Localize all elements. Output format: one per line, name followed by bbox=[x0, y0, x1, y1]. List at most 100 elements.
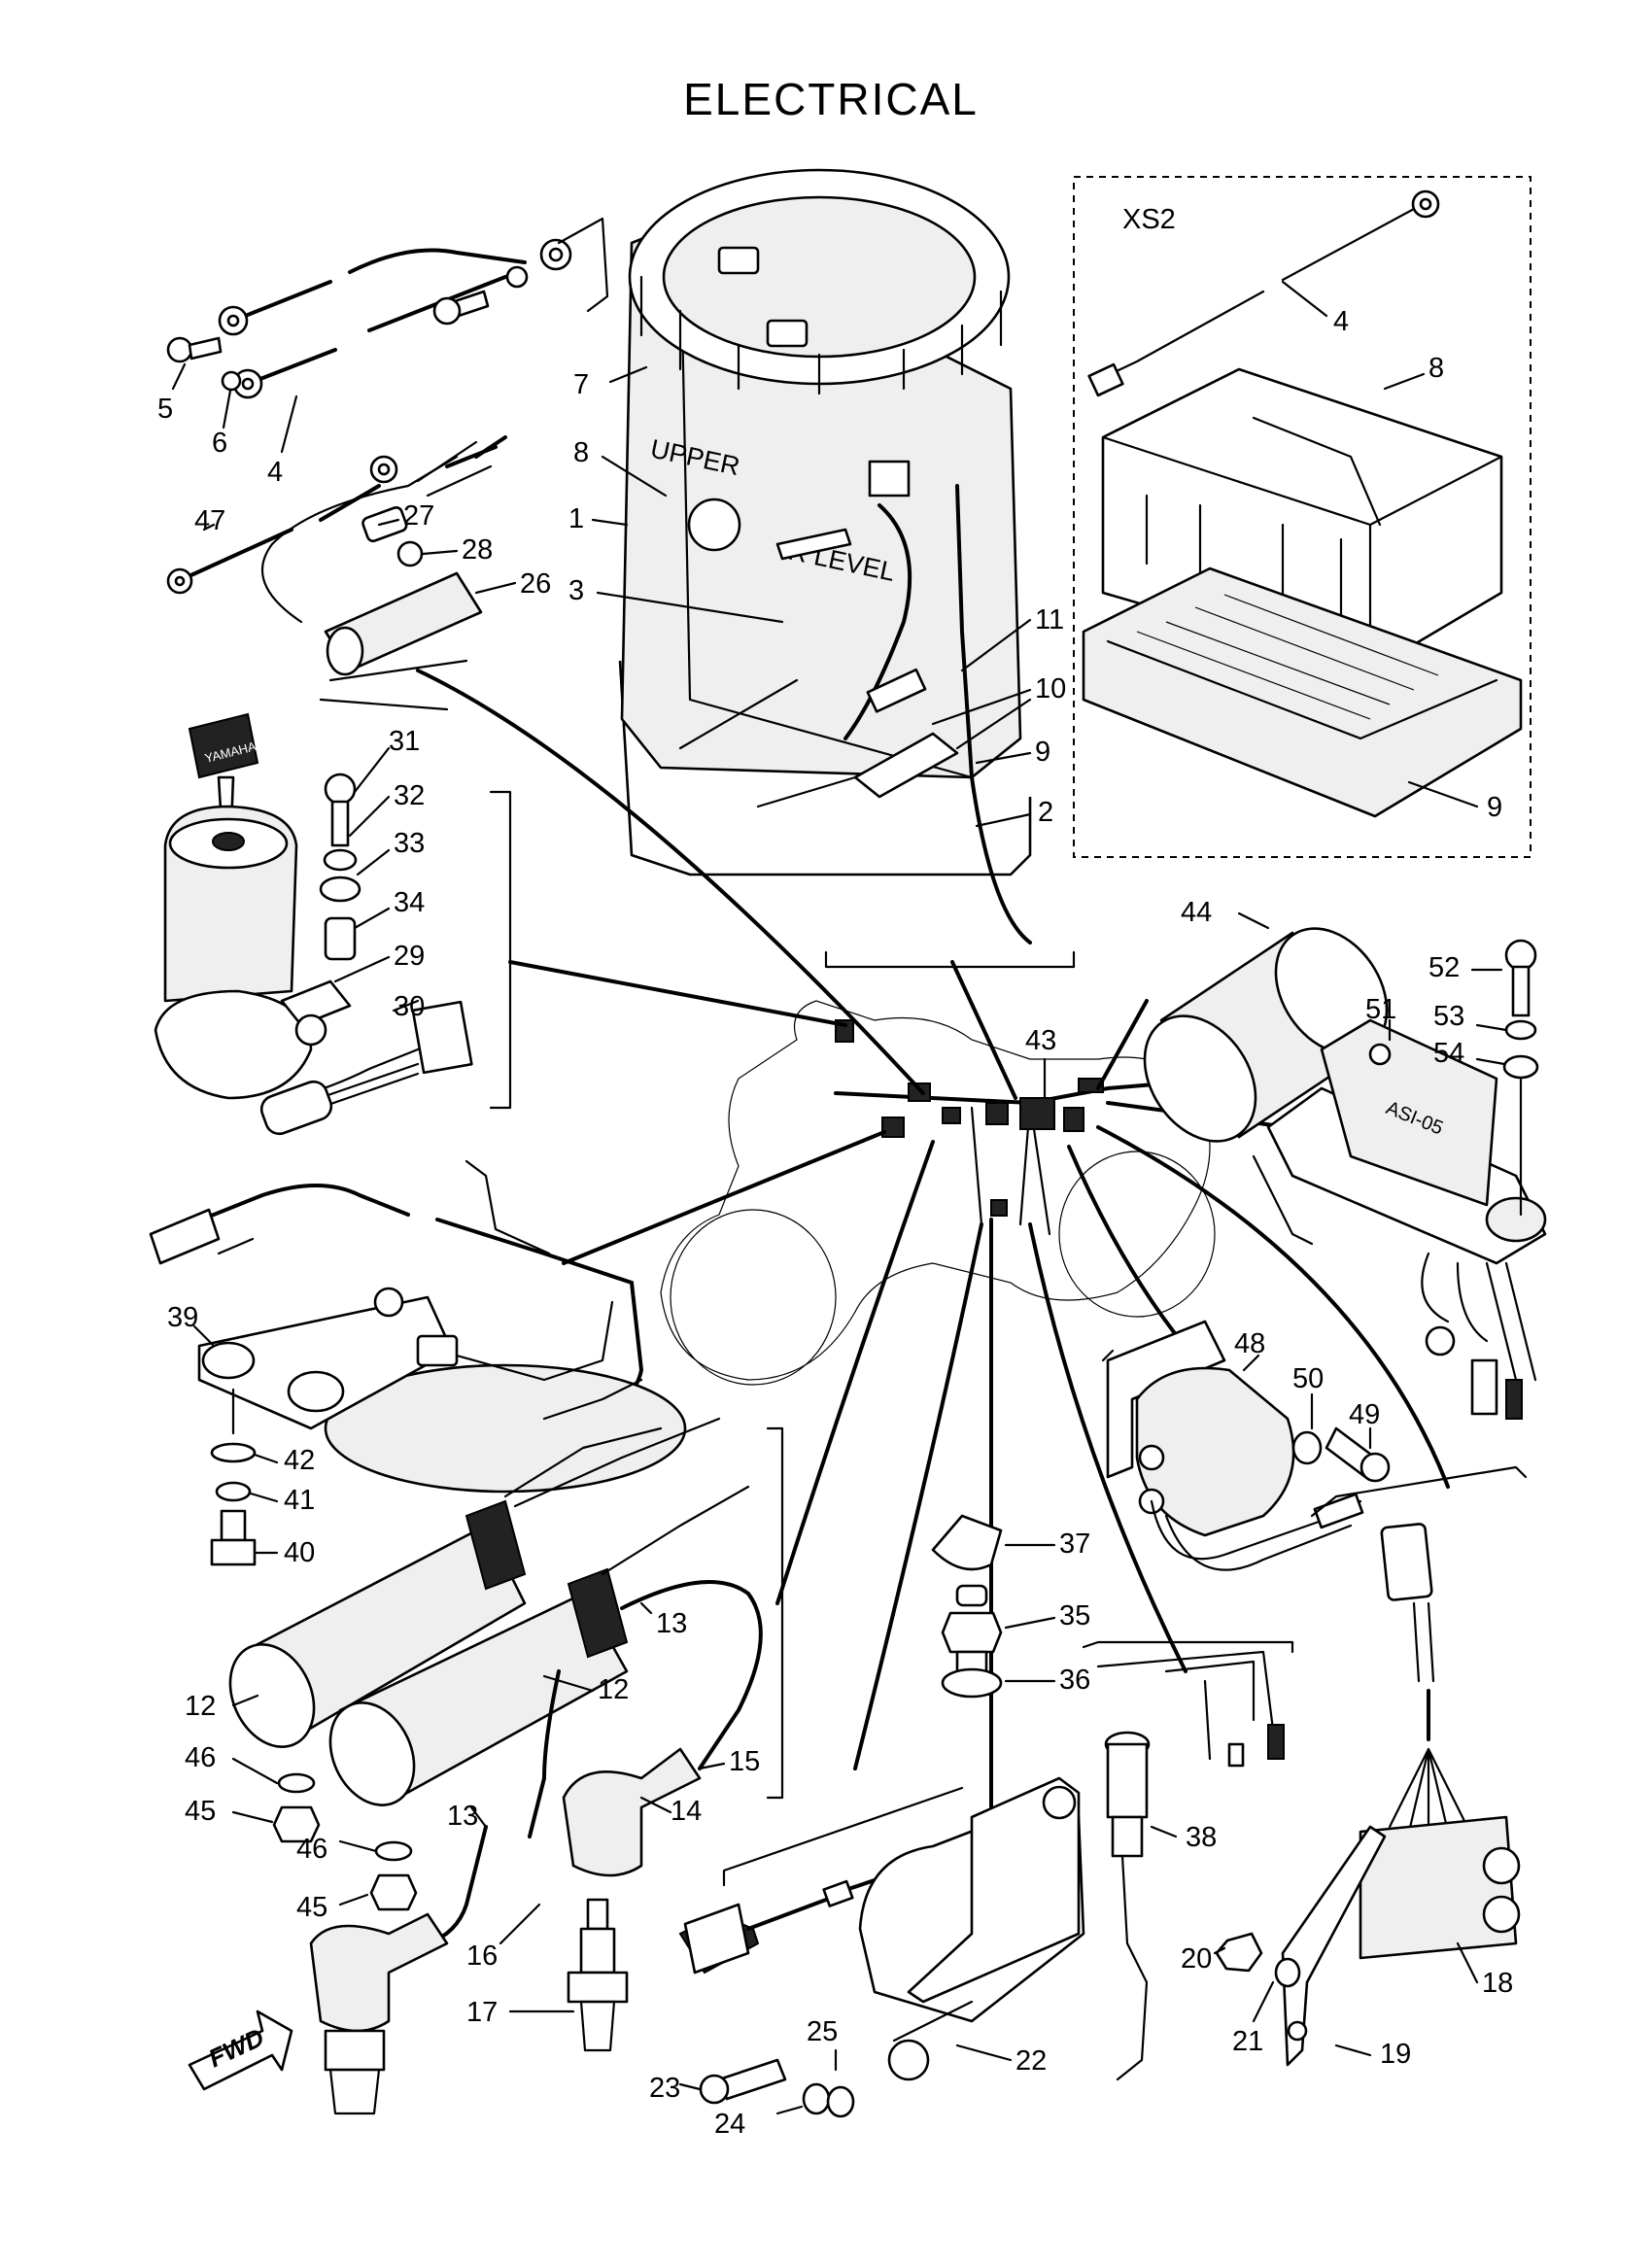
callout-24: 24 bbox=[714, 2109, 745, 2140]
callout-19: 19 bbox=[1380, 2039, 1411, 2070]
callout-40: 40 bbox=[284, 1537, 315, 1568]
neutral-switch-35 bbox=[941, 1611, 1003, 1654]
callout-9-xs2: 9 bbox=[1487, 792, 1502, 823]
relay-connector bbox=[683, 1903, 750, 1975]
washer-46 bbox=[277, 1772, 316, 1794]
washer-46-b bbox=[374, 1840, 413, 1862]
callout-31: 31 bbox=[389, 726, 420, 757]
battery-group: UPPER R LEVEL 7 8 1 3 11 10 9 2 bbox=[568, 168, 1066, 945]
wire-harness bbox=[834, 1082, 1168, 1106]
callout-35: 35 bbox=[1059, 1600, 1090, 1632]
nut-45-b bbox=[369, 1873, 418, 1911]
callout-4-xs2: 4 bbox=[1333, 306, 1349, 337]
switch-bracket-29 bbox=[280, 979, 352, 1027]
callout-45: 45 bbox=[185, 1796, 216, 1827]
callout-21: 21 bbox=[1232, 2026, 1263, 2057]
terminal-bolt bbox=[775, 528, 852, 561]
diagram-title: ELECTRICAL bbox=[683, 74, 979, 124]
callout-34: 34 bbox=[394, 887, 425, 918]
callout-38: 38 bbox=[1186, 1822, 1217, 1853]
washer-21 bbox=[1274, 1957, 1301, 1988]
battery-cables-group: 5 6 4 bbox=[157, 217, 609, 488]
battery-vent-tube bbox=[843, 503, 912, 740]
xs2-label: XS2 bbox=[1122, 204, 1176, 235]
callout-48: 48 bbox=[1234, 1328, 1265, 1359]
relay-bracket bbox=[1106, 1320, 1226, 1479]
fuse bbox=[866, 668, 927, 713]
bolt-5 bbox=[166, 336, 193, 363]
flasher-bracket-19 bbox=[1281, 1825, 1387, 2067]
callout-27: 27 bbox=[403, 500, 434, 532]
nut-20 bbox=[1215, 1932, 1263, 1973]
callout-8-xs2: 8 bbox=[1428, 353, 1444, 384]
washer-25 bbox=[826, 2085, 855, 2118]
callout-3: 3 bbox=[568, 575, 584, 606]
callout-49: 49 bbox=[1349, 1399, 1380, 1430]
washer-6 bbox=[221, 370, 242, 392]
washer-50 bbox=[1291, 1430, 1323, 1465]
relay-bracket-22 bbox=[907, 1776, 1081, 2004]
callout-32: 32 bbox=[394, 780, 425, 811]
callout-5: 5 bbox=[157, 394, 173, 425]
callout-6: 6 bbox=[212, 428, 227, 459]
callout-12-a: 12 bbox=[185, 1691, 216, 1722]
collar-34 bbox=[324, 916, 357, 961]
washer-6-upper bbox=[505, 265, 529, 289]
callout-46: 46 bbox=[185, 1742, 216, 1773]
bike-front-wheel bbox=[670, 1209, 837, 1386]
terminal-clamp bbox=[868, 460, 911, 498]
screw-23 bbox=[717, 2058, 787, 2101]
fwd-arrow-shape bbox=[188, 2009, 293, 2091]
callout-13-b: 13 bbox=[447, 1801, 478, 1832]
main-switch-cover bbox=[154, 989, 313, 1100]
callout-46-b: 46 bbox=[296, 1834, 327, 1865]
plug-cap-16 bbox=[309, 1912, 449, 2033]
callout-8: 8 bbox=[573, 437, 589, 468]
horn-39 bbox=[324, 1363, 687, 1494]
battery-positive-cable bbox=[246, 275, 507, 386]
callout-33: 33 bbox=[394, 828, 425, 859]
washer-24 bbox=[802, 2082, 831, 2115]
plug-cap-14 bbox=[562, 1747, 702, 1877]
callout-17: 17 bbox=[466, 1997, 498, 2028]
callout-42: 42 bbox=[284, 1445, 315, 1476]
washer-54 bbox=[1502, 1054, 1539, 1080]
starter-relay-group: 48 50 49 bbox=[1101, 1320, 1391, 1571]
callout-41: 41 bbox=[284, 1485, 315, 1516]
turn-relay-group: 23 24 25 22 bbox=[649, 1776, 1085, 2140]
callout-14: 14 bbox=[671, 1796, 702, 1827]
washer-33 bbox=[319, 876, 361, 903]
harness-connector-a bbox=[908, 1082, 931, 1102]
callout-28: 28 bbox=[462, 534, 493, 566]
callout-52: 52 bbox=[1428, 952, 1460, 983]
ignition-coil-group: 12 12 13 13 15 14 16 17 46 45 46 45 bbox=[185, 1417, 784, 2115]
callout-15: 15 bbox=[729, 1746, 760, 1777]
callout-37: 37 bbox=[1059, 1529, 1090, 1560]
high-tension-cord-13 bbox=[620, 1580, 763, 1770]
fuse-holder bbox=[853, 732, 959, 799]
callout-12-b: 12 bbox=[598, 1674, 629, 1705]
breather-tube bbox=[955, 484, 1032, 945]
callout-10: 10 bbox=[1035, 673, 1066, 704]
callout-11: 11 bbox=[1035, 604, 1064, 635]
callout-43: 43 bbox=[1025, 1025, 1056, 1056]
callout-7: 7 bbox=[573, 369, 589, 400]
callout-18: 18 bbox=[1482, 1968, 1513, 1999]
callout-16: 16 bbox=[466, 1941, 498, 1972]
callout-50: 50 bbox=[1292, 1363, 1324, 1394]
spark-plug-base bbox=[324, 2029, 386, 2072]
callout-4: 4 bbox=[267, 457, 283, 488]
condenser-group: 44 bbox=[1143, 897, 1389, 1143]
flasher-connector bbox=[1380, 1523, 1433, 1601]
callout-20: 20 bbox=[1181, 1943, 1212, 1975]
battery-negative-cable bbox=[231, 248, 527, 323]
xs2-variant-box: XS2 4 8 9 bbox=[1073, 176, 1532, 858]
lock-washer-53 bbox=[1504, 1019, 1537, 1041]
callout-25: 25 bbox=[807, 2016, 838, 2047]
harness-main-connector bbox=[1019, 1097, 1055, 1130]
callout-29: 29 bbox=[394, 941, 425, 972]
callout-51: 51 bbox=[1365, 994, 1396, 1025]
washer-28 bbox=[396, 540, 424, 567]
spark-plug-17 bbox=[579, 1927, 616, 1975]
